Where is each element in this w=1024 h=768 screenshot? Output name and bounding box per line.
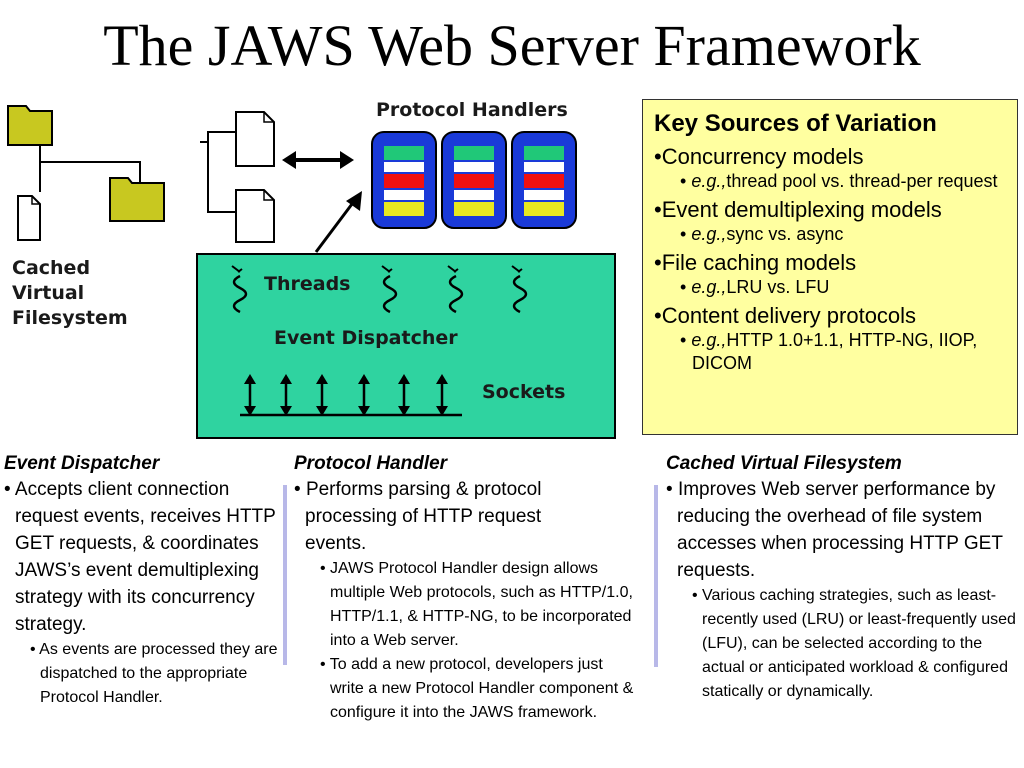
protocol-handler-icon — [371, 131, 437, 229]
document-icon — [17, 195, 41, 241]
event-dispatcher-column: Event Dispatcher • Accepts client connec… — [4, 452, 282, 710]
thread-icon — [231, 265, 248, 314]
eg-label: e.g., — [691, 171, 727, 191]
document-icon — [235, 111, 275, 167]
eg-label: e.g., — [691, 224, 727, 244]
protocol-handler-icon — [441, 131, 507, 229]
key-item: •File caching models • e.g.,LRU vs. LFU — [654, 250, 857, 297]
key-item-example: sync vs. async — [726, 224, 844, 244]
cached-vfs-column: Cached Virtual Filesystem • Improves Web… — [666, 452, 1020, 704]
protocol-handler-icon — [511, 131, 577, 229]
page-title: The JAWS Web Server Framework — [103, 13, 921, 78]
thread-icon — [447, 265, 464, 314]
tree-lines — [39, 131, 236, 213]
column-bullet: Improves Web server performance by reduc… — [677, 479, 1003, 581]
key-item-example: LRU vs. LFU — [726, 277, 830, 297]
column-sub-bullet: To add a new protocol, developers just w… — [329, 656, 634, 721]
protocol-handlers-label: Protocol Handlers — [376, 99, 568, 121]
protocol-handler-column: Protocol Handler • Performs parsing & pr… — [294, 452, 650, 725]
key-item: •Content delivery protocols • e.g.,HTTP … — [654, 303, 978, 373]
key-item-label: Content delivery protocols — [661, 303, 917, 328]
dispatch-arrow-icon — [314, 191, 362, 253]
thread-icon — [381, 265, 398, 314]
column-heading: Protocol Handler — [294, 453, 448, 474]
key-sources-heading: Key Sources of Variation — [654, 110, 937, 137]
cached-fs-label-3: Filesystem — [12, 307, 128, 329]
column-heading: Event Dispatcher — [4, 453, 160, 474]
jaws-architecture-diagram: Cached Virtual Filesystem Protocol Handl… — [7, 99, 616, 439]
socket-arrow-icon — [436, 374, 448, 416]
sockets-label: Sockets — [482, 381, 565, 403]
key-item-label: Concurrency models — [661, 144, 864, 169]
column-bullet: Accepts client connection request events… — [14, 479, 276, 635]
socket-arrow-icon — [244, 374, 256, 416]
socket-arrow-icon — [358, 374, 370, 416]
eg-label: e.g., — [691, 277, 727, 297]
key-item-example: HTTP 1.0+1.1, HTTP-NG, IIOP, DICOM — [692, 330, 978, 373]
socket-arrow-icon — [280, 374, 292, 416]
cached-fs-label-2: Virtual — [12, 282, 84, 304]
folder-icon — [109, 177, 165, 222]
column-heading: Cached Virtual Filesystem — [666, 453, 902, 474]
key-item-example: thread pool vs. thread-per request — [726, 171, 998, 191]
column-sub-bullet: As events are processed they are dispatc… — [39, 641, 278, 706]
key-item: •Concurrency models • e.g.,thread pool v… — [654, 144, 998, 191]
threads-label: Threads — [264, 273, 350, 295]
key-item-label: Event demultiplexing models — [661, 197, 942, 222]
eg-label: e.g., — [691, 330, 727, 350]
key-sources-box: Key Sources of Variation •Concurrency mo… — [642, 99, 1018, 435]
column-divider — [283, 485, 287, 665]
event-dispatcher-label: Event Dispatcher — [274, 327, 458, 349]
column-sub-bullet: Various caching strategies, such as leas… — [702, 587, 1016, 700]
column-bullet: Performs parsing & protocol processing o… — [305, 479, 542, 554]
folder-icon — [7, 105, 53, 146]
socket-arrow-icon — [398, 374, 410, 416]
column-sub-bullet: JAWS Protocol Handler design allows mult… — [330, 560, 633, 649]
thread-icon — [511, 265, 528, 314]
socket-arrow-icon — [316, 374, 328, 416]
double-arrow-icon — [282, 151, 354, 169]
document-icon — [235, 189, 275, 243]
column-divider — [654, 485, 658, 667]
cached-fs-label-1: Cached — [12, 257, 90, 279]
key-item: •Event demultiplexing models • e.g.,sync… — [654, 197, 942, 244]
key-item-label: File caching models — [661, 250, 857, 275]
